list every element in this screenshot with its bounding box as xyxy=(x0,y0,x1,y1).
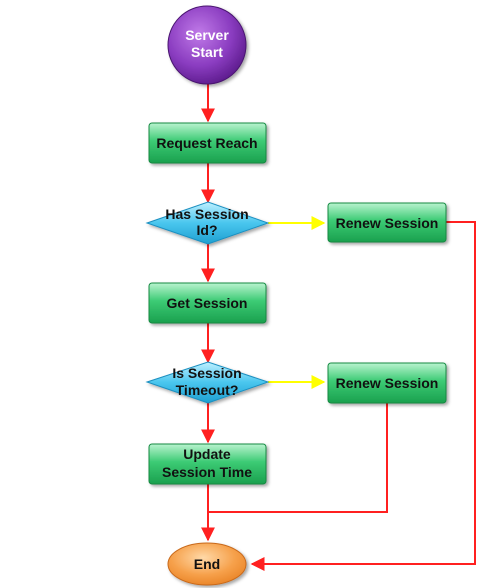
renew-session-label-1: Renew Session xyxy=(336,215,439,231)
start-label-line2: Start xyxy=(191,44,223,60)
renew-session-label-2: Renew Session xyxy=(336,375,439,391)
edge-renew2-to-end xyxy=(208,403,388,513)
update-session-time-node: Update Session Time xyxy=(148,443,267,485)
timeout-label-line2: Timeout? xyxy=(176,382,239,398)
get-session-label: Get Session xyxy=(167,295,248,311)
start-node: Server Start xyxy=(167,5,247,85)
end-node: End xyxy=(167,542,247,586)
has-session-label-line1: Has Session xyxy=(165,206,248,222)
update-label-line2: Session Time xyxy=(162,464,252,480)
get-session-node: Get Session xyxy=(148,282,267,324)
renew-session-node-1: Renew Session xyxy=(327,202,447,243)
request-reach-node: Request Reach xyxy=(148,122,267,164)
renew-session-node-2: Renew Session xyxy=(327,362,447,404)
has-session-label-line2: Id? xyxy=(197,222,218,238)
connectors xyxy=(201,84,476,571)
update-label-line1: Update xyxy=(183,446,231,462)
has-session-id-decision: Has Session Id? xyxy=(145,201,270,245)
request-reach-label: Request Reach xyxy=(156,135,257,151)
timeout-label-line1: Is Session xyxy=(172,365,241,381)
is-session-timeout-decision: Is Session Timeout? xyxy=(145,361,270,404)
edge-renew1-to-end xyxy=(250,221,476,571)
start-label-line1: Server xyxy=(185,27,229,43)
end-label: End xyxy=(194,556,220,572)
